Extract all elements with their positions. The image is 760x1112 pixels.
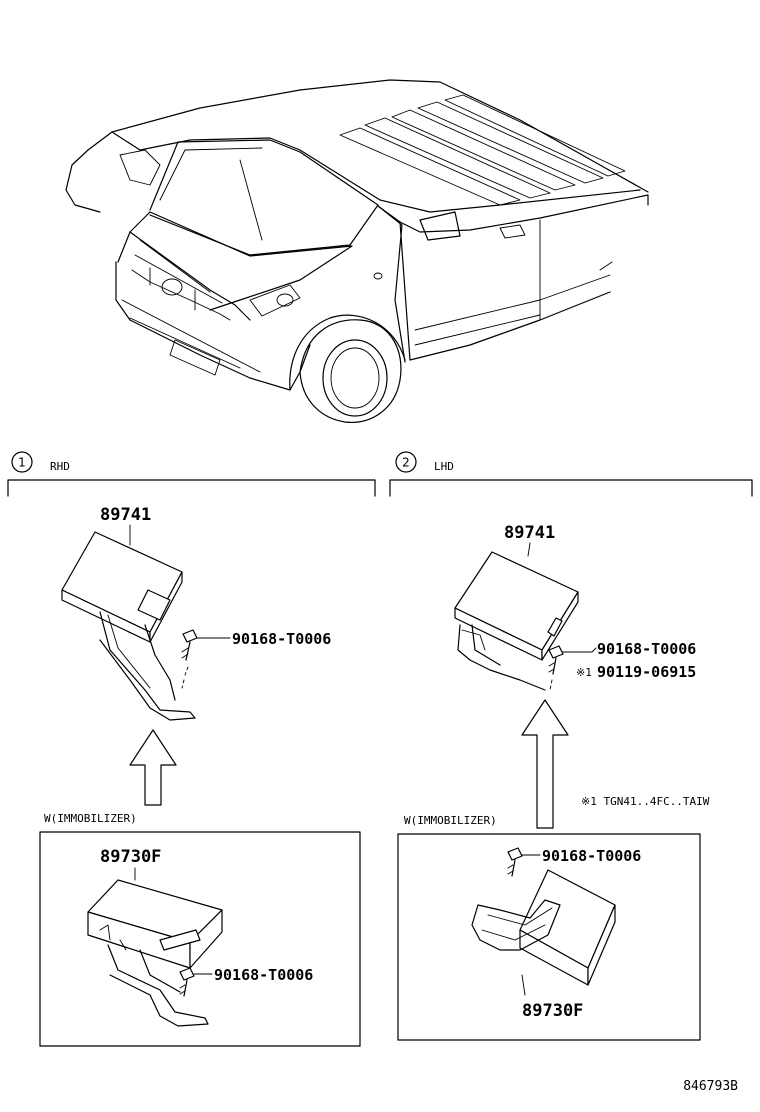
section-1-immobilizer-box: 89730F 90168-T0006 [39, 831, 361, 1047]
section-1-sub-part-number: 89730F [100, 847, 161, 867]
section-2-sub-bolt-part-number: 90168-T0006 [542, 847, 641, 865]
section-2-bolt-part-alt: 90119-06915 [597, 663, 696, 681]
section-2-arrow [521, 699, 569, 829]
section-1-sub-label: W(IMMOBILIZER) [44, 812, 137, 825]
section-2-sub-part-number: 89730F [522, 1001, 583, 1021]
diagram-code: 846793B [683, 1079, 738, 1094]
section-2-bolt: 90168-T0006 ※1 90119-06915 [548, 640, 696, 691]
section-2-label: LHD [434, 460, 454, 473]
section-2-immobilizer-box: 90168-T0006 89730F [397, 833, 701, 1041]
section-2-alt-mark: ※1 [576, 666, 592, 679]
section-2-main-part-number: 89741 [504, 523, 555, 543]
section-2-number: 2 [402, 456, 410, 470]
section-1-bolt-part-number: 90168-T0006 [232, 630, 331, 648]
section-1-arrow [129, 729, 177, 806]
section-1-label: RHD [50, 460, 70, 473]
section-1-main-part: 89741 [61, 505, 196, 721]
section-2-sub-label: W(IMMOBILIZER) [404, 814, 497, 827]
section-2-footnote: ※1 TGN41..4FC..TAIW [581, 795, 710, 808]
section-1-bolt: 90168-T0006 [181, 629, 331, 689]
section-1-main-part-number: 89741 [100, 505, 151, 525]
section-2-header: 2 LHD [389, 451, 753, 497]
section-2-main-part: 89741 [454, 523, 579, 691]
section-1-sub-bolt-part-number: 90168-T0006 [214, 966, 313, 984]
section-1-number: 1 [18, 456, 26, 470]
section-1-header: 1 RHD [7, 451, 376, 497]
vehicle-illustration [65, 79, 649, 423]
section-2-bolt-part-number: 90168-T0006 [597, 640, 696, 658]
